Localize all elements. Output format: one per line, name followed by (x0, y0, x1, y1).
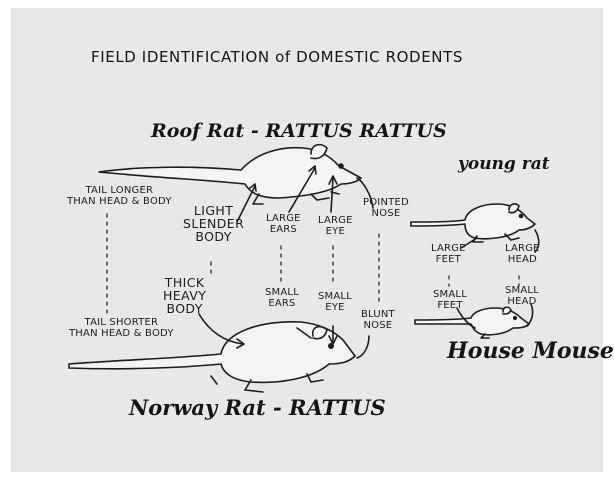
norway-rat-drawing (68, 320, 356, 393)
rodent-drawings (68, 143, 540, 393)
roof-rat-drawing (98, 143, 362, 205)
arrow-large-ears (288, 167, 316, 213)
arrow-thick-heavy (198, 313, 244, 345)
house-mouse-title: House Mouse (447, 338, 614, 364)
arrow-blunt-nose (356, 335, 370, 359)
house-mouse-drawing (414, 306, 530, 339)
young-rat-title: young rat (458, 154, 550, 174)
diagram-canvas: FIELD IDENTIFICATION of DOMESTIC RODENTS… (11, 8, 614, 472)
roof-rat-title: Roof Rat - RATTUS RATTUS (151, 120, 447, 142)
arrow-large-eye (330, 177, 334, 213)
norway-rat-title: Norway Rat - RATTUS (129, 395, 386, 420)
diagram-title: FIELD IDENTIFICATION of DOMESTIC RODENTS (91, 48, 463, 66)
arrow-small-ears (296, 327, 312, 339)
arrow-light-slender (236, 185, 256, 223)
young-rat-drawing (410, 203, 536, 243)
arrow-pointed-nose (356, 177, 374, 209)
